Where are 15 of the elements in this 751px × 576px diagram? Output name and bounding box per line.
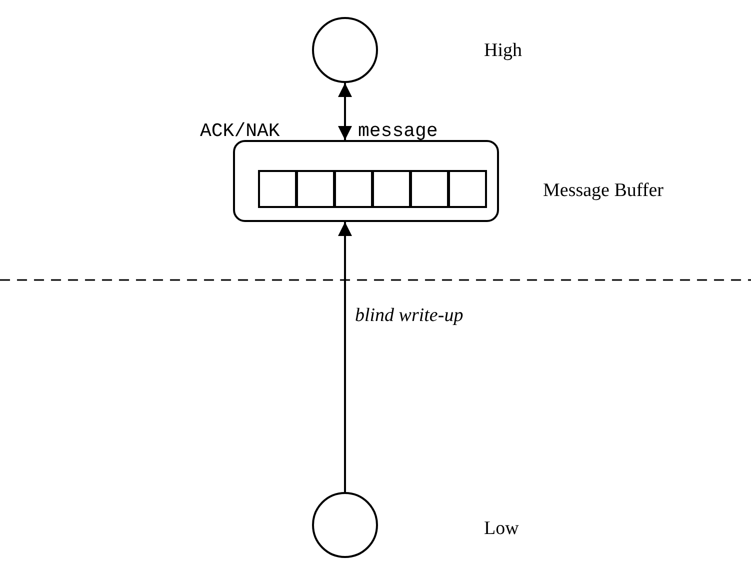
node-caption: Message Buffer <box>543 180 664 202</box>
line-label: High <box>484 40 522 62</box>
arrow <box>338 83 352 140</box>
buffer-slot <box>372 170 411 208</box>
buffer-slot <box>448 170 487 208</box>
arrow <box>338 222 352 492</box>
line-label: ACK/NAK <box>200 120 280 142</box>
edge-label: blind write-up <box>355 305 464 327</box>
buffer-slot <box>296 170 335 208</box>
line-label: Low <box>484 518 519 540</box>
line-label: message <box>358 120 438 142</box>
buffer-box <box>233 140 499 222</box>
buffer-slot <box>258 170 297 208</box>
buffer-slot <box>410 170 449 208</box>
buffer-slot <box>334 170 373 208</box>
